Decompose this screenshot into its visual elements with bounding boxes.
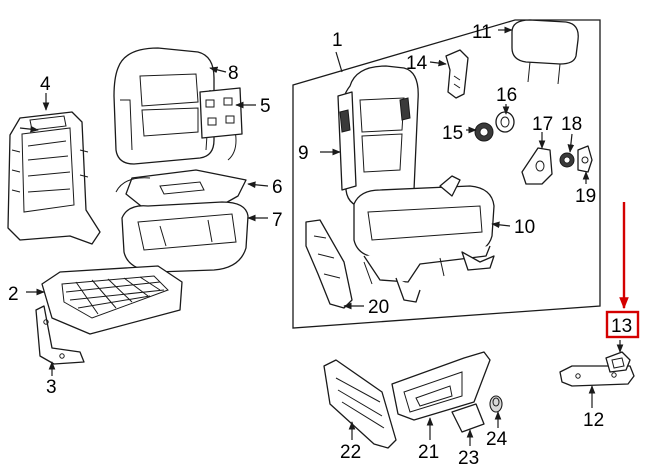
callout-4: 4 [40, 74, 51, 95]
seat-cushion [121, 201, 249, 273]
callout-16: 16 [496, 85, 517, 106]
callout-14: 14 [406, 53, 428, 74]
callout-1: 1 [332, 30, 343, 51]
callout-12: 12 [583, 410, 604, 431]
callout-7: 7 [272, 210, 283, 231]
callout-18: 18 [561, 114, 582, 135]
callout-22: 22 [340, 442, 361, 463]
callout-11: 11 [472, 22, 492, 43]
gear-knob-15 [474, 122, 494, 142]
seat-assembly [337, 65, 495, 303]
callout-20: 20 [368, 297, 389, 318]
callout-6: 6 [272, 177, 283, 198]
callout-9: 9 [298, 143, 309, 164]
cover-23 [451, 403, 485, 433]
callout-5: 5 [260, 96, 271, 117]
callout-3: 3 [46, 377, 57, 398]
side-shield-17 [521, 147, 553, 185]
side-shield-20 [305, 219, 353, 309]
seat-back-pad [199, 87, 243, 139]
callout-19: 19 [575, 186, 596, 207]
callout-13: 13 [611, 316, 632, 337]
knob-19 [577, 145, 593, 173]
seat-back-cushion [113, 47, 215, 165]
side-bracket [35, 305, 85, 365]
callout-8: 8 [228, 63, 239, 84]
callout-15: 15 [442, 123, 463, 144]
clip-13 [605, 351, 631, 373]
callout-23: 23 [458, 448, 479, 469]
panel-21 [391, 351, 491, 421]
highlight-box [605, 310, 640, 339]
callout-labels: 1 2 3 4 5 6 7 8 9 10 11 12 13 14 15 16 1… [8, 22, 632, 469]
callout-24: 24 [486, 429, 508, 450]
panel-22 [323, 359, 397, 449]
seat-cushion-frame [41, 265, 183, 335]
knob-18 [559, 152, 575, 168]
leader-lines [19, 26, 624, 446]
callout-21: 21 [418, 442, 439, 463]
clip-24 [489, 395, 503, 413]
callout-17: 17 [532, 114, 553, 135]
seat-assembly-frame [292, 19, 601, 329]
trim-cover-14 [445, 49, 469, 99]
callout-10: 10 [514, 217, 535, 238]
headrest [511, 19, 579, 85]
knob-16 [495, 111, 515, 133]
callout-2: 2 [8, 284, 19, 305]
seat-back-frame [7, 111, 101, 245]
